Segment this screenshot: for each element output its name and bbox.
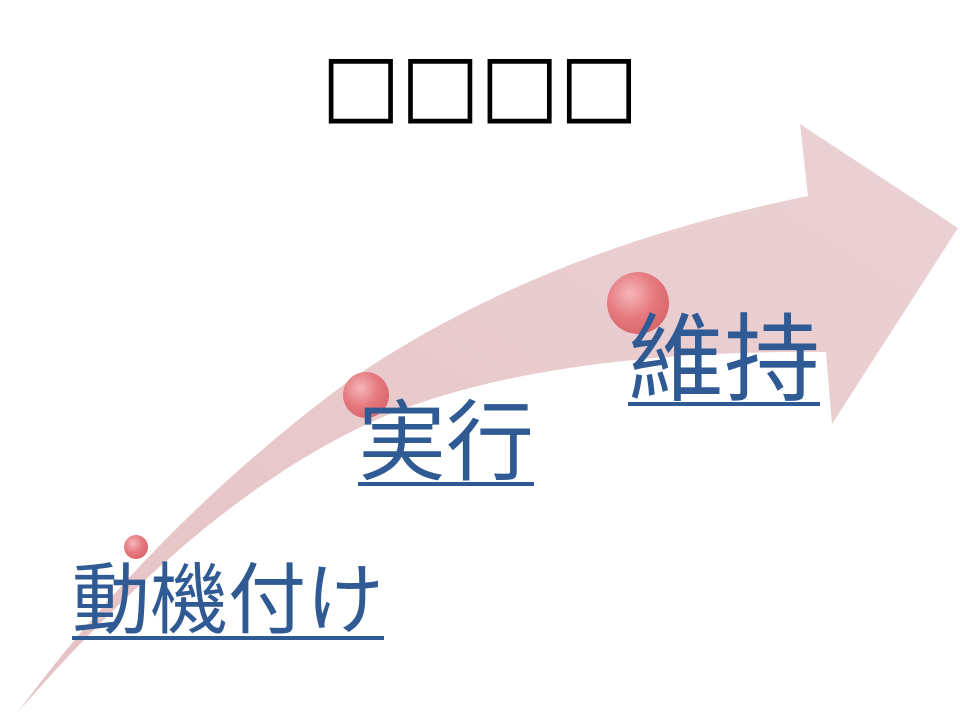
milestone-dot-3: [607, 272, 669, 334]
milestone-dot-2: [343, 372, 389, 418]
step-link-motivation[interactable]: 動機付け: [72, 556, 385, 646]
step-link-execution[interactable]: 実行: [358, 391, 535, 494]
slide-title: □□□□: [321, 35, 639, 133]
milestone-dot-1: [124, 535, 148, 559]
step-link-maintenance[interactable]: 維持: [628, 304, 820, 416]
curved-arrow-shape: [18, 124, 958, 712]
